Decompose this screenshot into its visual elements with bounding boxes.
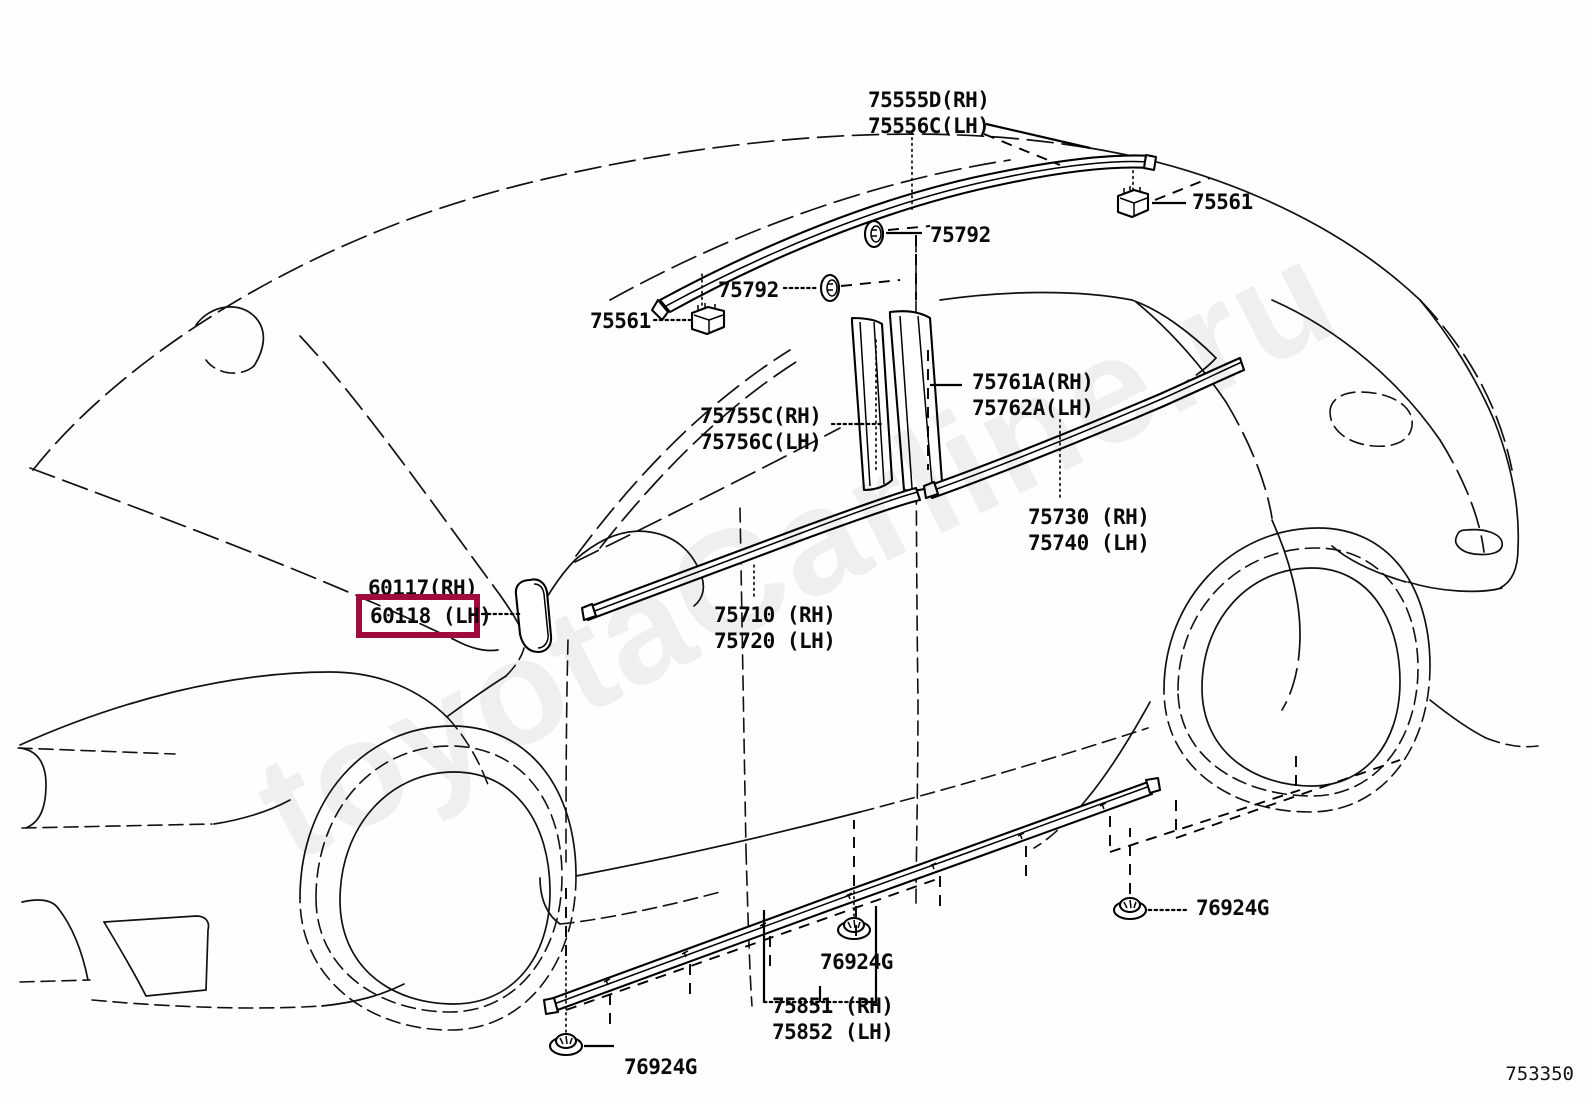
- label-line: 75851 (RH): [772, 994, 894, 1018]
- front-pillar-moulding-label: 75755C(RH)75756C(LH): [700, 404, 822, 455]
- label-line: 76924G: [1196, 896, 1269, 920]
- highlight-label-text: 60118 (LH): [370, 604, 492, 628]
- diagram-number: 753350: [1505, 1063, 1574, 1085]
- label-line: 75762A(LH): [972, 395, 1094, 420]
- front-belt-moulding-label: 75710 (RH)75720 (LH): [714, 603, 836, 654]
- front-pillar-garnish-highlight[interactable]: 60118 (LH): [356, 594, 492, 638]
- clip-icon-right: [1112, 896, 1148, 921]
- clip-label-bottom-mid: 76924G: [820, 950, 893, 976]
- label-line: 75556C(LH): [868, 113, 990, 138]
- label-line: 75755C(RH): [700, 404, 822, 428]
- label-line: 75852 (LH): [772, 1019, 894, 1044]
- rocker-moulding-label: 75851 (RH)75852 (LH): [772, 994, 894, 1045]
- grommet-icon-upper: [863, 219, 885, 249]
- clip-icon-bottom-left: [548, 1032, 584, 1057]
- label-line: 75761A(RH): [972, 370, 1094, 394]
- label-line: 75561: [1192, 190, 1253, 214]
- rear-belt-moulding-label: 75730 (RH)75740 (LH): [1028, 505, 1150, 556]
- roof-drip-moulding-label: 75555D(RH)75556C(LH): [868, 88, 990, 139]
- label-line: 75561: [590, 309, 651, 333]
- label-line: 76924G: [624, 1055, 697, 1079]
- label-line: 75555D(RH): [868, 88, 990, 112]
- roof-clip-icon-left: [690, 303, 726, 336]
- grommet-label-lower: 75792: [718, 278, 779, 304]
- label-line: 75756C(LH): [700, 429, 822, 454]
- label-line: 75740 (LH): [1028, 530, 1150, 555]
- grommet-icon-lower: [819, 273, 841, 303]
- clip-label-right: 76924G: [1196, 896, 1269, 922]
- roof-clip-label-left: 75561: [590, 309, 651, 335]
- label-line: 76924G: [820, 950, 893, 974]
- label-line: 75792: [930, 223, 991, 247]
- clip-label-bottom-left: 76924G: [624, 1055, 697, 1081]
- label-line: 75730 (RH): [1028, 505, 1150, 529]
- label-line: 75710 (RH): [714, 603, 836, 627]
- roof-clip-icon-right: [1116, 186, 1150, 219]
- grommet-label-upper: 75792: [930, 223, 991, 249]
- pillar-garnish-label: 75761A(RH)75762A(LH): [972, 370, 1094, 421]
- clip-icon-bottom-mid: [836, 916, 872, 941]
- label-line: 75792: [718, 278, 779, 302]
- roof-clip-label-right: 75561: [1192, 190, 1253, 216]
- label-line: 75720 (LH): [714, 628, 836, 653]
